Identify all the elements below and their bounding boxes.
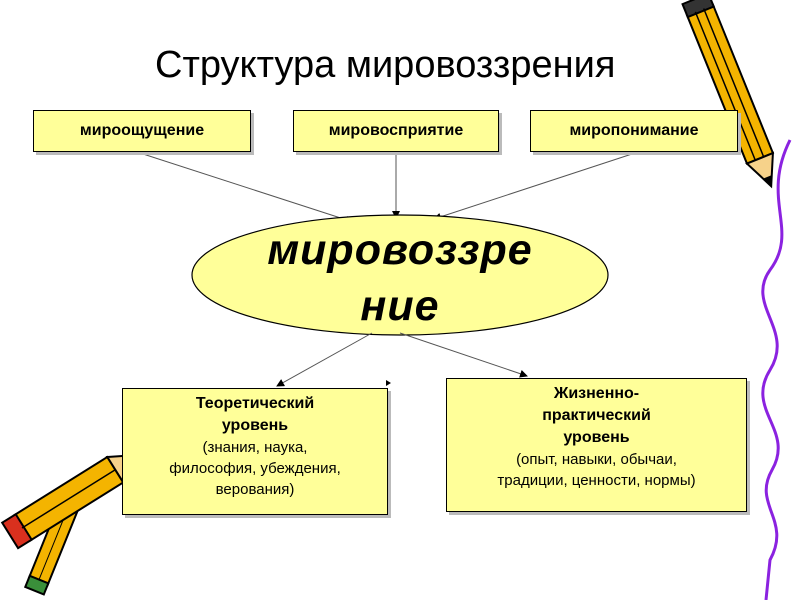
box-mirooshchushchenie: мироощущение (33, 110, 251, 152)
arrow-to-theoretical (276, 332, 373, 387)
theoretical-body-2: философия, убеждения, (169, 460, 341, 477)
central-label-line2: ние (360, 282, 440, 330)
pencil-icon (681, 0, 775, 189)
practical-level-box: Жизненно- практический уровень (опыт, на… (446, 378, 747, 512)
page-title: Структура мировоззрения (155, 44, 616, 86)
arrow-miroponimanie (433, 152, 636, 221)
theoretical-body-1: (знания, наука, (202, 439, 308, 456)
theoretical-heading-1: Теоретический (195, 395, 315, 412)
practical-body-1: (опыт, навыки, обычаи, (516, 451, 677, 468)
practical-heading-2: практический (542, 407, 651, 424)
practical-heading-1: Жизненно- (553, 385, 640, 402)
wavy-decoration-line (761, 139, 792, 600)
theoretical-level-box: Теоретический уровень (знания, наука, фи… (122, 388, 388, 515)
box-miroponimanie: миропонимание (530, 110, 738, 152)
theoretical-heading-2: уровень (221, 417, 289, 434)
arrow-mirooshchushchenie (139, 152, 354, 224)
central-label-line1: мировоззре (267, 226, 533, 274)
small-arrow-mark (386, 380, 391, 386)
box-mirovospriyatie: мировосприятие (293, 110, 499, 152)
practical-body-2: традиции, ценности, нормы) (497, 472, 696, 489)
theoretical-body-3: верования) (215, 481, 295, 498)
central-ellipse (191, 214, 609, 336)
arrow-to-practical (399, 332, 528, 378)
practical-heading-3: уровень (563, 429, 630, 446)
central-label: мировоззре ние (230, 222, 570, 334)
